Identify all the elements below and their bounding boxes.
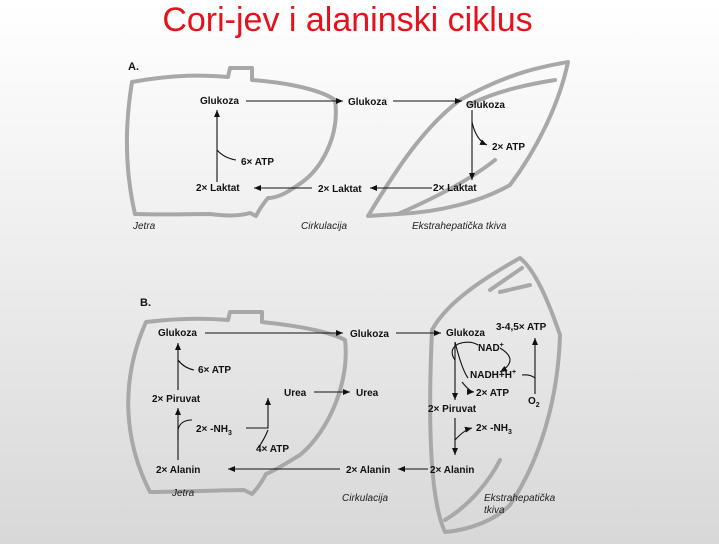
b-nadh-main: NADH+H [470, 370, 512, 381]
b-nh3-liver: 2× -NH3 [196, 424, 232, 437]
tissue-inner-a [396, 78, 557, 216]
a-atp-liver: 6× ATP [241, 157, 274, 168]
b-nad-main: NAD [478, 343, 500, 354]
b-atp-resp: 3-4,5× ATP [496, 322, 547, 333]
b-urea-liver: Urea [284, 388, 307, 399]
a-lactate-tissue: 2× Laktat [433, 183, 477, 194]
b-nh3-tissue-main: 2× -NH [476, 423, 508, 434]
b-circ-glucose: Glukoza [350, 329, 389, 340]
b-nadh-sup: + [512, 369, 516, 376]
b-pyruvate-liver: 2× Piruvat [152, 394, 201, 405]
b-urea-out: Urea [356, 388, 379, 399]
a-tissue-glucose: Glukoza [466, 100, 505, 111]
b-label-tissue-1: Ekstrahepatička [484, 493, 556, 504]
a-label-liver: Jetra [132, 221, 156, 232]
b-atp-tissue: 2× ATP [476, 388, 509, 399]
b-o2-main: O [528, 396, 536, 407]
b-liver-glucose: Glukoza [158, 328, 197, 339]
b-atp-liver: 6× ATP [198, 365, 231, 376]
tissue-inner-b [443, 266, 532, 522]
b-atp4: 4× ATP [256, 444, 289, 455]
b-nh3-tissue: 2× -NH3 [476, 423, 512, 436]
b-nh3-tissue-sub: 3 [508, 429, 512, 436]
tissue-outline-a [366, 60, 570, 218]
liver-outline-a [124, 66, 338, 218]
a-label-tissue: Ekstrahepatička tkiva [412, 221, 507, 232]
b-o2-sub: 2 [536, 402, 540, 409]
b-label-liver: Jetra [171, 488, 195, 499]
b-o2: O2 [528, 396, 540, 409]
b-nad-sup: + [500, 342, 504, 349]
liver-outline-b [126, 310, 348, 496]
a-liver-glucose: Glukoza [200, 96, 239, 107]
b-nh3-liver-sub: 3 [228, 430, 232, 437]
a-lactate-circ: 2× Laktat [318, 184, 362, 195]
b-nh3-liver-main: 2× -NH [196, 424, 228, 435]
b-nad: NAD+ [478, 342, 504, 354]
b-tissue-glucose: Glukoza [446, 328, 485, 339]
a-label-circ: Cirkulacija [301, 221, 348, 232]
b-label-tissue-2: tkiva [484, 505, 505, 516]
panel-b-label: B. [140, 297, 151, 309]
b-pyruvate-tissue: 2× Piruvat [428, 404, 477, 415]
slide-title: Cori-jev i alaninski ciklus [162, 1, 533, 39]
b-alanine-circ: 2× Alanin [346, 465, 390, 476]
a-atp-tissue: 2× ATP [492, 142, 525, 153]
b-nadh: NADH+H+ [470, 369, 516, 381]
panel-a-label: A. [128, 61, 139, 73]
b-alanine-tissue: 2× Alanin [430, 465, 474, 476]
a-circ-glucose: Glukoza [348, 97, 387, 108]
a-lactate-liver: 2× Laktat [196, 183, 240, 194]
b-label-circ: Cirkulacija [342, 493, 389, 504]
b-alanine-liver: 2× Alanin [156, 465, 200, 476]
tissue-outline-b [428, 256, 562, 534]
